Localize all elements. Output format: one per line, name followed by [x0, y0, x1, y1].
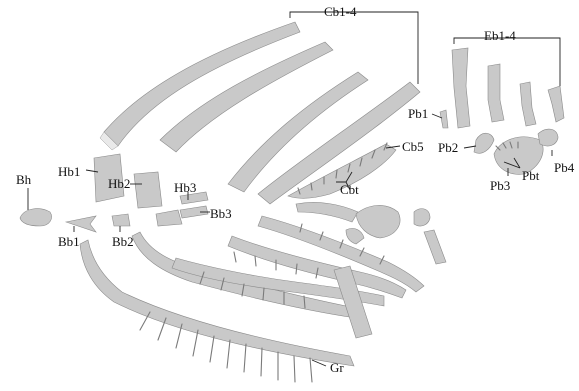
epibranchial-5-fragment: [424, 230, 446, 264]
basibranchial-2: [112, 214, 130, 226]
label-hb2: Hb2: [108, 176, 130, 191]
label-bb2: Bb2: [112, 234, 134, 249]
basibranchial-3: [156, 210, 182, 226]
cb14-bracket: [290, 12, 418, 84]
label-bh: Bh: [16, 172, 32, 187]
label-pb4: Pb4: [554, 160, 575, 175]
basal-elements: [20, 209, 182, 232]
epibranchial-2: [488, 64, 504, 122]
pb2-leader: [464, 146, 476, 148]
epibranchial-4: [548, 86, 564, 122]
label-hb3: Hb3: [174, 180, 196, 195]
label-pb3: Pb3: [490, 178, 510, 193]
label-hb1: Hb1: [58, 164, 80, 179]
label-cb1-4: Cb1-4: [324, 4, 357, 19]
label-pb2: Pb2: [438, 140, 458, 155]
label-cbt: Cbt: [340, 182, 359, 197]
label-eb1-4: Eb1-4: [484, 28, 516, 43]
label-pbt: Pbt: [522, 168, 540, 183]
eb14-bracket: [454, 38, 560, 86]
tooth-plate-middle: [296, 202, 358, 222]
tooth-plate-right: [356, 205, 400, 238]
label-cb5: Cb5: [402, 139, 424, 154]
ceratobranchial-2: [160, 42, 333, 152]
tooth-plate-far-right: [414, 209, 430, 226]
epibranchial-1: [452, 48, 470, 128]
tooth-plate-left-lower: [346, 228, 364, 244]
pharyngobranchial-1: [440, 110, 448, 128]
label-bb1: Bb1: [58, 234, 80, 249]
label-bb3: Bb3: [210, 206, 232, 221]
pharyngobranchial-4: [538, 129, 558, 146]
pharyngobranchial-2: [474, 133, 494, 153]
basibranchial-1: [66, 216, 96, 232]
label-pb1: Pb1: [408, 106, 428, 121]
epibranchial-3: [520, 82, 536, 126]
epibranchials-1-4: [452, 48, 564, 128]
label-gr: Gr: [330, 360, 344, 375]
basihyal: [20, 209, 52, 226]
hypobranchial-2: [134, 172, 162, 208]
